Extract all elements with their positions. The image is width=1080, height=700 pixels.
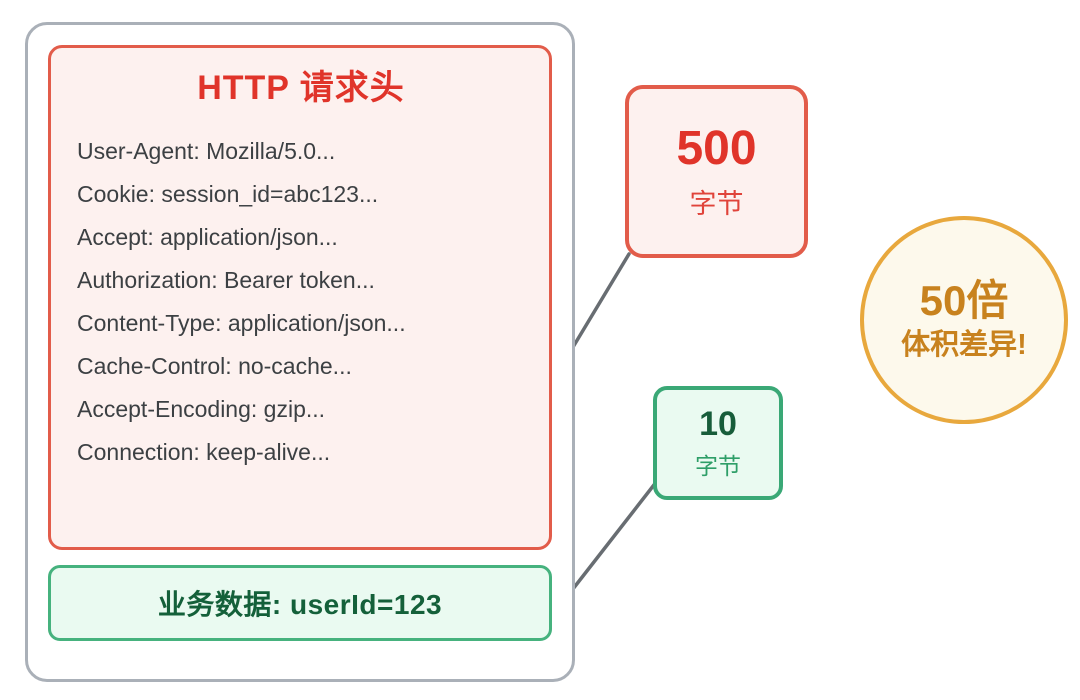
header-line: Content-Type: application/json... xyxy=(77,310,406,336)
panel-title: HTTP 请求头 xyxy=(197,69,405,107)
header-line: Cookie: session_id=abc123... xyxy=(77,181,379,207)
size-badge-500: 500 字节 xyxy=(625,85,808,258)
header-line: Accept: application/json... xyxy=(77,224,338,250)
header-line: User-Agent: Mozilla/5.0... xyxy=(77,138,336,164)
header-line: Accept-Encoding: gzip... xyxy=(77,396,326,422)
size-badge-10: 10 字节 xyxy=(653,386,783,500)
ratio-value: 50倍 xyxy=(919,277,1009,324)
size-500-value: 500 xyxy=(676,122,757,175)
header-line: Connection: keep-alive... xyxy=(77,439,331,465)
request-container: HTTP 请求头 User-Agent: Mozilla/5.0... Cook… xyxy=(25,22,575,682)
header-list: User-Agent: Mozilla/5.0... Cookie: sessi… xyxy=(77,130,525,474)
business-data-label: 业务数据: userId=123 xyxy=(157,589,443,620)
http-headers-panel: HTTP 请求头 User-Agent: Mozilla/5.0... Cook… xyxy=(48,45,552,550)
connector-line-data-to-10 xyxy=(560,479,659,605)
size-10-value: 10 xyxy=(699,405,737,443)
size-500-unit: 字节 xyxy=(689,189,744,219)
ratio-caption: 体积差异! xyxy=(901,329,1027,361)
business-data-bar: 业务数据: userId=123 xyxy=(48,565,552,641)
header-line: Authorization: Bearer token... xyxy=(77,267,375,293)
header-line: Cache-Control: no-cache... xyxy=(77,353,352,379)
size-10-unit: 字节 xyxy=(695,453,741,479)
ratio-circle: 50倍 体积差异! xyxy=(860,216,1068,424)
